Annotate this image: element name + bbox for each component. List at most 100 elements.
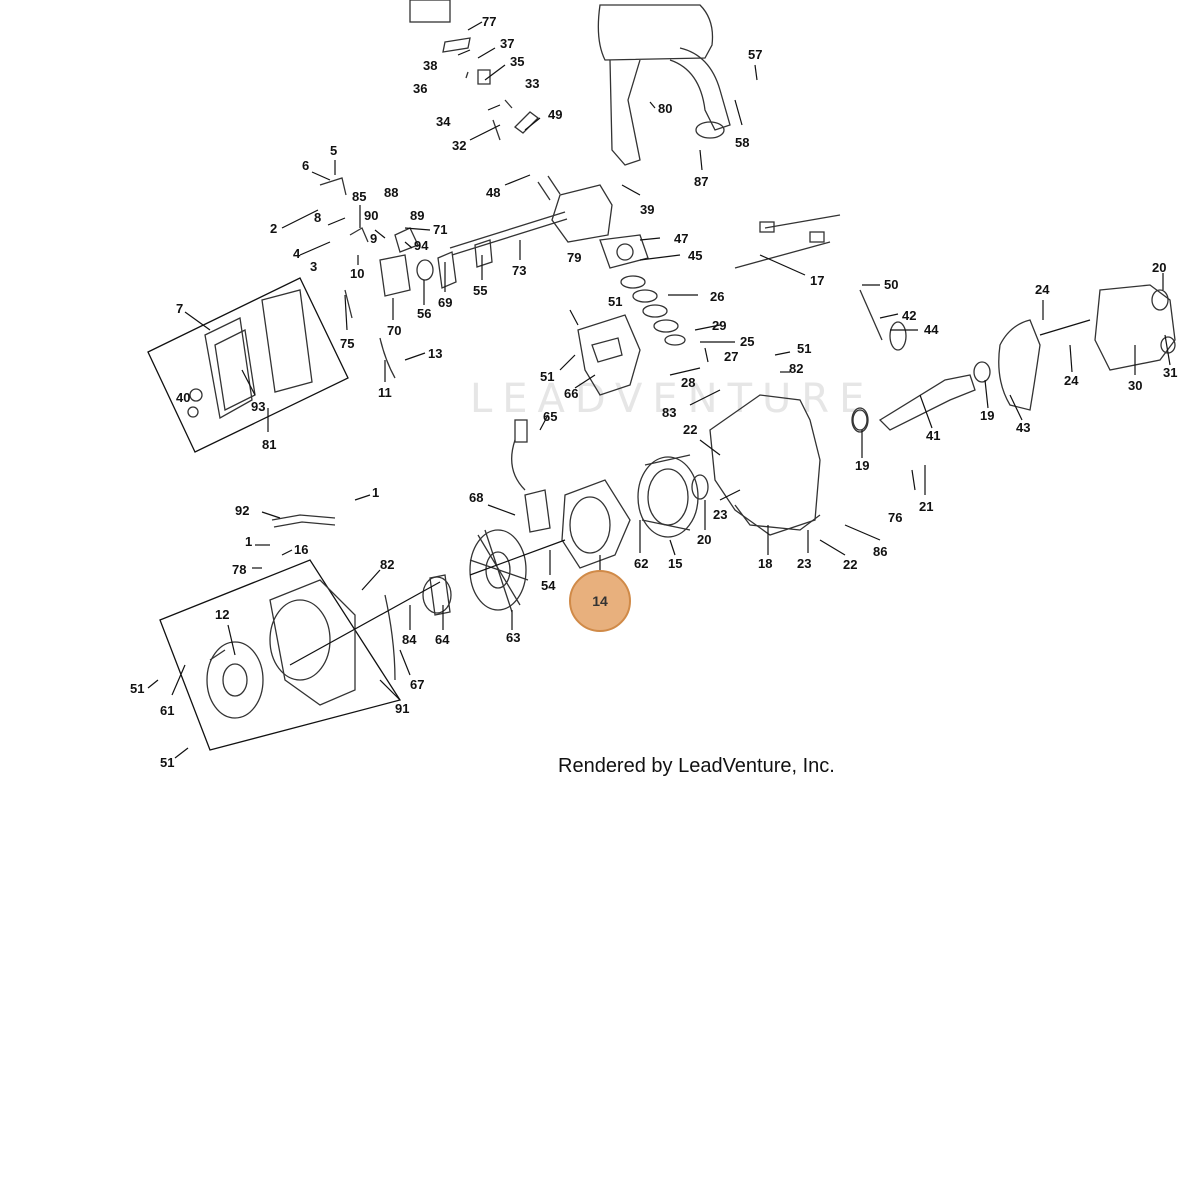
- stator-part: [637, 454, 699, 538]
- callout-33: 33: [525, 76, 539, 91]
- carburetor-part: [379, 254, 411, 297]
- callout-19b: 19: [855, 458, 869, 473]
- callout-31: 31: [1163, 365, 1177, 380]
- callout-20: 20: [1152, 260, 1166, 275]
- parts-artwork: [147, 0, 1176, 751]
- spark-wire-part: [511, 439, 526, 491]
- callout-51b: 51: [130, 681, 144, 696]
- callout-25: 25: [740, 334, 754, 349]
- callout-5: 5: [330, 143, 337, 158]
- callout-13: 13: [428, 346, 442, 361]
- callout-24b: 24: [1064, 373, 1079, 388]
- callout-69: 69: [438, 295, 452, 310]
- callout-49: 49: [548, 107, 562, 122]
- callout-91: 91: [395, 701, 409, 716]
- callout-87: 87: [694, 174, 708, 189]
- callout-12: 12: [215, 607, 229, 622]
- callout-38: 38: [423, 58, 437, 73]
- callout-92: 92: [235, 503, 249, 518]
- callout-3: 3: [310, 259, 317, 274]
- callout-42: 42: [902, 308, 916, 323]
- callout-54: 54: [541, 578, 556, 593]
- callout-94: 94: [414, 238, 429, 253]
- callout-6: 6: [302, 158, 309, 173]
- callout-30: 30: [1128, 378, 1142, 393]
- highlight-part-14[interactable]: 14: [569, 570, 631, 632]
- callout-34: 34: [436, 114, 451, 129]
- callout-23b: 23: [797, 556, 811, 571]
- callout-77: 77: [482, 14, 496, 29]
- callout-73: 73: [512, 263, 526, 278]
- fan-part: [469, 529, 529, 613]
- breather-hose-part: [379, 337, 396, 379]
- callout-83: 83: [662, 405, 676, 420]
- callout-40: 40: [176, 390, 190, 405]
- crankcase-part: [709, 394, 821, 536]
- render-credit: Rendered by LeadVenture, Inc.: [558, 755, 835, 777]
- callout-29: 29: [712, 318, 726, 333]
- spark-plug-part: [514, 111, 539, 134]
- callout-37: 37: [500, 36, 514, 51]
- callout-62: 62: [634, 556, 648, 571]
- callout-19: 19: [980, 408, 994, 423]
- callout-57: 57: [748, 47, 762, 62]
- muffler-part: [597, 4, 714, 61]
- callout-51d: 51: [540, 369, 554, 384]
- gasket-part: [998, 319, 1041, 411]
- callout-27: 27: [724, 349, 738, 364]
- callout-2: 2: [270, 221, 277, 236]
- valve-part: [409, 0, 451, 23]
- callout-4: 4: [293, 246, 301, 261]
- head-gasket-part: [599, 234, 649, 269]
- callout-43: 43: [1016, 420, 1030, 435]
- callout-45: 45: [688, 248, 702, 263]
- callout-1: 1: [372, 485, 379, 500]
- callout-67: 67: [410, 677, 424, 692]
- callout-51: 51: [608, 294, 622, 309]
- callout-80: 80: [658, 101, 672, 116]
- callout-41: 41: [926, 428, 940, 443]
- watermark: LEADVENTURE: [470, 376, 874, 422]
- callout-15: 15: [668, 556, 682, 571]
- piston-rings-part: [620, 275, 686, 346]
- coupling-part: [422, 576, 452, 614]
- callout-79: 79: [567, 250, 581, 265]
- highlight-label[interactable]: 14: [592, 593, 608, 609]
- callout-76: 76: [888, 510, 902, 525]
- callout-58: 58: [735, 135, 749, 150]
- rotor-part: [561, 479, 631, 569]
- callout-70: 70: [387, 323, 401, 338]
- callout-90: 90: [364, 208, 378, 223]
- callout-22: 22: [683, 422, 697, 437]
- callout-20b: 20: [697, 532, 711, 547]
- governor-part: [859, 289, 883, 341]
- highlight-marker[interactable]: [569, 570, 631, 632]
- callout-55: 55: [473, 283, 487, 298]
- exhaust-pipe-part: [669, 47, 731, 131]
- callout-17: 17: [810, 273, 824, 288]
- callout-1b: 1: [245, 534, 252, 549]
- callout-81: 81: [262, 437, 276, 452]
- callout-82: 82: [789, 361, 803, 376]
- callout-36: 36: [413, 81, 427, 96]
- callout-64: 64: [435, 632, 450, 647]
- cylinder-head-part: [551, 184, 613, 243]
- wire-part: [734, 214, 841, 269]
- callout-22b: 22: [843, 557, 857, 572]
- callout-51e: 51: [797, 341, 811, 356]
- leader-lines: [147, 21, 1171, 759]
- callout-labels: 77 37 38 35 36 33 34 49 32 80 57 58 87 5…: [130, 14, 1177, 770]
- callout-9: 9: [370, 231, 377, 246]
- callout-21: 21: [919, 499, 933, 514]
- callout-44: 44: [924, 322, 939, 337]
- pushrod-part: [449, 211, 566, 249]
- callout-10: 10: [350, 266, 364, 281]
- callout-56: 56: [417, 306, 431, 321]
- callout-86: 86: [873, 544, 887, 559]
- callout-8: 8: [314, 210, 321, 225]
- callout-63: 63: [506, 630, 520, 645]
- callout-24: 24: [1035, 282, 1050, 297]
- callout-23: 23: [713, 507, 727, 522]
